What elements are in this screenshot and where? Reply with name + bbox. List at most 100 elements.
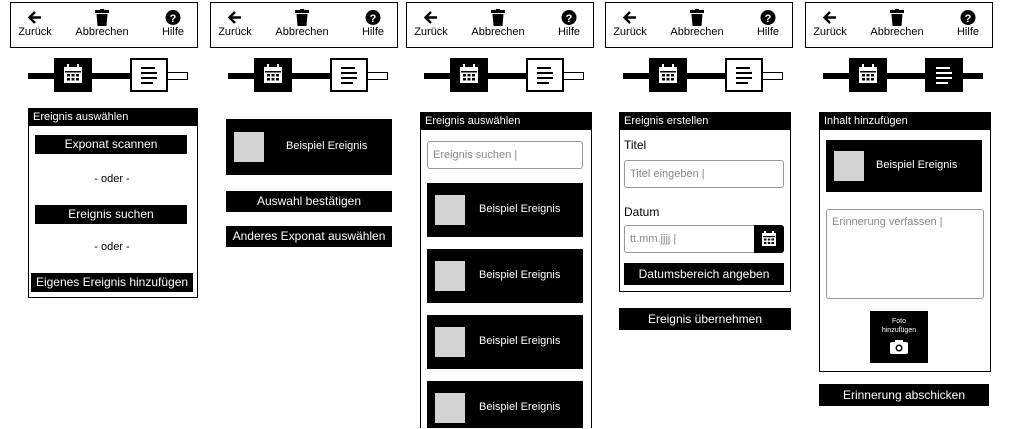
help-label: Hilfe: [756, 26, 779, 38]
screen-event-confirm: Zurück Abbrechen ? Hilfe Beispiel Ereign…: [210, 2, 398, 427]
top-toolbar: Zurück Abbrechen ? Hilfe: [805, 2, 993, 48]
back-button[interactable]: Zurück: [413, 9, 449, 38]
help-button[interactable]: ? Hilfe: [552, 9, 586, 38]
photo-label-line1: Foto: [891, 318, 906, 325]
date-placeholder: tt.mm.jjjj |: [630, 233, 677, 245]
add-content-card: Inhalt hinzufügen Beispiel Ereignis Erin…: [819, 112, 991, 372]
date-picker-button[interactable]: [754, 225, 784, 253]
help-button[interactable]: ? Hilfe: [356, 9, 390, 38]
calendar-icon: [264, 64, 282, 83]
send-memory-button[interactable]: Erinnerung abschicken: [819, 384, 989, 406]
back-button[interactable]: Zurück: [17, 9, 53, 38]
help-label: Hilfe: [956, 26, 979, 38]
photo-label-line2: hinzufügen: [881, 327, 917, 334]
date-label: Datum: [624, 205, 660, 219]
question-circle-icon: ?: [365, 10, 381, 25]
camera-icon: [890, 340, 908, 354]
top-toolbar: Zurück Abbrechen ? Hilfe: [406, 2, 594, 48]
help-button[interactable]: ? Hilfe: [951, 9, 985, 38]
add-photo-button[interactable]: Foto hinzufügen: [870, 311, 928, 363]
screen-event-select: Zurück Abbrechen ? Hilfe Ereignis auswäh…: [10, 2, 198, 427]
arrow-left-icon: [227, 11, 241, 24]
cancel-label: Abbrechen: [870, 26, 924, 38]
progress-indicator: [424, 58, 584, 94]
confirm-selection-button[interactable]: Auswahl bestätigen: [226, 191, 392, 212]
event-result-item[interactable]: Beispiel Ereignis: [427, 315, 583, 369]
event-result-item[interactable]: Beispiel Ereignis: [427, 381, 583, 428]
question-circle-icon: ?: [960, 10, 976, 25]
question-circle-icon: ?: [561, 10, 577, 25]
back-label: Zurück: [18, 26, 52, 38]
event-thumbnail: [435, 393, 465, 423]
help-label: Hilfe: [361, 26, 384, 38]
svg-text:?: ?: [370, 13, 377, 25]
help-label: Hilfe: [557, 26, 580, 38]
step-document: [725, 58, 763, 92]
event-label: Beispiel Ereignis: [286, 140, 368, 152]
event-thumbnail: [234, 132, 264, 162]
document-lines-icon: [537, 67, 553, 84]
help-button[interactable]: ? Hilfe: [751, 9, 785, 38]
search-event-button[interactable]: Ereignis suchen: [35, 205, 187, 224]
calendar-icon: [64, 64, 82, 83]
cancel-button[interactable]: Abbrechen: [866, 9, 928, 38]
svg-text:?: ?: [965, 13, 972, 25]
event-label: Beispiel Ereignis: [479, 335, 561, 347]
cancel-button[interactable]: Abbrechen: [271, 9, 333, 38]
title-input[interactable]: Titel eingeben |: [624, 160, 784, 188]
cancel-button[interactable]: Abbrechen: [71, 9, 133, 38]
svg-text:?: ?: [170, 13, 177, 25]
card-header: Inhalt hinzufügen: [820, 113, 990, 130]
step-document: [330, 58, 368, 92]
event-search-card: Ereignis auswählen Ereignis suchen | Bei…: [420, 112, 592, 428]
event-thumbnail: [834, 151, 864, 181]
cancel-button[interactable]: Abbrechen: [467, 9, 529, 38]
question-circle-icon: ?: [760, 10, 776, 25]
event-thumbnail: [435, 261, 465, 291]
cancel-label: Abbrechen: [75, 26, 129, 38]
progress-indicator: [823, 58, 983, 94]
select-other-exhibit-button[interactable]: Anderes Exponat auswählen: [226, 226, 392, 247]
add-own-event-button[interactable]: Eigenes Ereignis hinzufügen: [31, 273, 193, 292]
document-lines-icon: [141, 67, 157, 84]
back-button[interactable]: Zurück: [217, 9, 253, 38]
arrow-left-icon: [27, 11, 41, 24]
or-separator: - oder -: [94, 241, 130, 253]
help-button[interactable]: ? Hilfe: [156, 9, 190, 38]
scan-exhibit-button[interactable]: Exponat scannen: [35, 135, 187, 154]
event-select-card: Ereignis auswählen Exponat scannen - ode…: [28, 108, 198, 298]
top-toolbar: Zurück Abbrechen ? Hilfe: [10, 2, 198, 48]
or-separator: - oder -: [94, 173, 130, 185]
title-label: Titel: [624, 138, 647, 152]
event-label: Beispiel Ereignis: [479, 401, 561, 413]
back-label: Zurück: [613, 26, 647, 38]
svg-text:?: ?: [765, 13, 772, 25]
step-document: [925, 58, 963, 92]
event-thumbnail: [435, 195, 465, 225]
event-search-input[interactable]: Ereignis suchen |: [427, 141, 583, 169]
arrow-left-icon: [622, 11, 636, 24]
calendar-icon: [762, 231, 776, 246]
top-toolbar: Zurück Abbrechen ? Hilfe: [605, 2, 793, 48]
cancel-button[interactable]: Abbrechen: [666, 9, 728, 38]
step-document: [526, 58, 564, 92]
memory-textarea[interactable]: Erinnerung verfassen |: [826, 209, 984, 299]
trash-icon: [690, 9, 704, 26]
document-lines-icon: [341, 67, 357, 84]
back-label: Zurück: [218, 26, 252, 38]
progress-indicator: [228, 58, 388, 94]
event-result-item[interactable]: Beispiel Ereignis: [427, 249, 583, 303]
back-button[interactable]: Zurück: [612, 9, 648, 38]
help-label: Hilfe: [161, 26, 184, 38]
card-header: Ereignis erstellen: [620, 113, 790, 130]
event-label: Beispiel Ereignis: [479, 269, 561, 281]
trash-icon: [295, 9, 309, 26]
date-range-button[interactable]: Datumsbereich angeben: [624, 263, 784, 285]
apply-event-button[interactable]: Ereignis übernehmen: [619, 308, 791, 330]
event-result-item[interactable]: Beispiel Ereignis: [427, 183, 583, 237]
progress-indicator: [623, 58, 783, 94]
selected-event-card[interactable]: Beispiel Ereignis: [226, 119, 392, 175]
back-button[interactable]: Zurück: [812, 9, 848, 38]
step-document: [130, 58, 168, 92]
selected-event-card[interactable]: Beispiel Ereignis: [826, 140, 982, 192]
